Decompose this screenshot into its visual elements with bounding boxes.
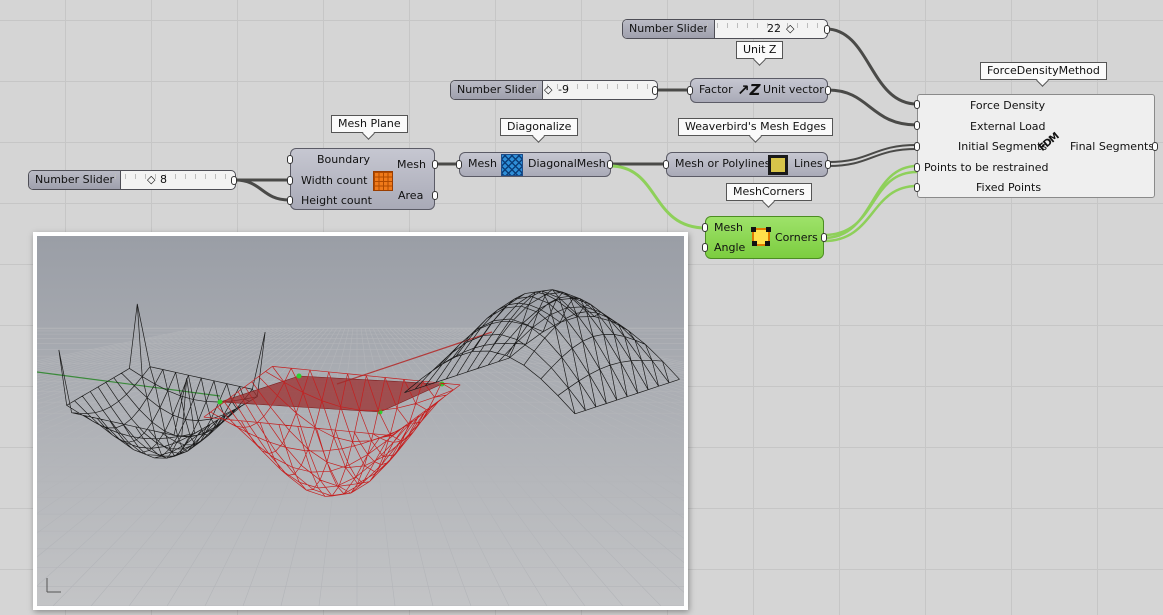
slider-value: 8 — [160, 173, 167, 186]
count-slider[interactable]: Number Slider ◇ 8 — [28, 170, 236, 190]
input-grip[interactable] — [914, 163, 920, 172]
wire — [827, 88, 918, 127]
width-count-input[interactable]: Width count — [301, 174, 368, 187]
input-grip[interactable] — [287, 196, 293, 205]
selected-wire — [823, 170, 918, 237]
angle-input[interactable]: Angle — [714, 241, 746, 254]
input-grip[interactable] — [914, 142, 920, 151]
factor-input[interactable]: Factor — [699, 83, 733, 96]
mesh-edges-component[interactable]: Mesh or Polylines Lines — [666, 152, 828, 177]
mesh-plane-component[interactable]: Boundary Width count Height count Mesh A… — [290, 148, 435, 210]
unit-vector-output[interactable]: Unit vector — [763, 83, 824, 96]
slider-name: Number Slider — [451, 81, 544, 99]
corners-output[interactable]: Corners — [775, 231, 818, 244]
viewport-scene — [37, 236, 684, 606]
output-grip[interactable] — [231, 176, 237, 185]
input-grip[interactable] — [456, 160, 462, 169]
slider-name: Number Slider — [623, 20, 716, 38]
output-grip[interactable] — [825, 86, 831, 95]
input-grip[interactable] — [663, 160, 669, 169]
force-density-icon: FDM — [1037, 131, 1062, 154]
selected-wire — [823, 164, 918, 240]
boundary-input[interactable]: Boundary — [317, 153, 370, 166]
output-grip[interactable] — [432, 191, 438, 200]
wire — [234, 178, 290, 202]
diagonal-mesh-output[interactable]: DiagonalMesh — [528, 157, 606, 170]
mesh-corners-label: MeshCorners — [726, 183, 812, 201]
mesh-input[interactable]: Mesh — [468, 157, 497, 170]
output-grip[interactable] — [432, 160, 438, 169]
output-grip[interactable] — [825, 160, 831, 169]
mesh-plane-grid-icon — [373, 171, 393, 191]
unit-z-label: Unit Z — [736, 41, 784, 59]
fdm-label: ForceDensityMethod — [980, 62, 1107, 80]
force-density-input[interactable]: Force Density — [970, 99, 1046, 112]
slider-rail[interactable] — [707, 20, 821, 38]
selected-wire — [823, 184, 918, 243]
rhino-viewport[interactable] — [33, 232, 688, 610]
axis-gizmo-icon — [46, 578, 61, 593]
diagonalize-label: Diagonalize — [500, 118, 579, 136]
unit-z-vector-icon: ↗Z — [737, 81, 761, 99]
lines-output[interactable]: Lines — [794, 157, 823, 170]
slider-handle-icon[interactable]: ◇ — [147, 173, 156, 186]
input-grip[interactable] — [914, 100, 920, 109]
viewport-background — [37, 236, 684, 606]
slider-handle-icon[interactable]: ◇ — [786, 22, 795, 35]
input-grip[interactable] — [914, 183, 920, 192]
mesh-output[interactable]: Mesh — [397, 158, 426, 171]
wire — [827, 144, 918, 163]
external-load-input[interactable]: External Load — [970, 120, 1046, 133]
output-grip[interactable] — [821, 233, 827, 242]
input-grip[interactable] — [287, 176, 293, 185]
wire — [825, 27, 918, 106]
diagonalize-component[interactable]: Mesh DiagonalMesh — [459, 152, 611, 177]
output-grip[interactable] — [607, 160, 613, 169]
output-grip[interactable] — [652, 86, 658, 95]
input-grip[interactable] — [914, 121, 920, 130]
unit-z-component[interactable]: Factor ↗Z Unit vector — [690, 78, 828, 103]
final-segments-output[interactable]: Final Segments — [1070, 140, 1155, 153]
initial-segments-input[interactable]: Initial Segments — [958, 140, 1048, 153]
slider-rail[interactable] — [537, 81, 651, 99]
area-output[interactable]: Area — [398, 189, 424, 202]
slider-rail[interactable] — [115, 171, 229, 189]
restrained-points-input[interactable]: Points to be restrained — [924, 161, 1049, 174]
force-density-component[interactable]: Force Density External Load Initial Segm… — [917, 94, 1155, 198]
fixed-points-input[interactable]: Fixed Points — [976, 181, 1042, 194]
force-density-slider[interactable]: Number Slider 22 ◇ — [622, 19, 828, 39]
slider-name: Number Slider — [29, 171, 122, 189]
mesh-input[interactable]: Mesh — [714, 221, 743, 234]
diagonal-mesh-icon — [501, 154, 523, 176]
mesh-corners-icon — [751, 227, 771, 246]
mesh-edges-label: Weaverbird's Mesh Edges — [678, 118, 834, 136]
mesh-edges-icon — [768, 155, 788, 175]
wire — [827, 148, 918, 167]
mesh-corners-component[interactable]: Mesh Angle Corners — [705, 216, 824, 259]
slider-value: 22 — [767, 22, 781, 35]
output-grip[interactable] — [824, 25, 830, 34]
mesh-plane-label: Mesh Plane — [331, 115, 408, 133]
input-grip[interactable] — [702, 243, 708, 252]
mesh-or-polylines-input[interactable]: Mesh or Polylines — [675, 157, 771, 170]
slider-value: -9 — [558, 83, 569, 96]
input-grip[interactable] — [287, 155, 293, 164]
mesh-geometry — [58, 289, 680, 497]
input-grip[interactable] — [702, 223, 708, 232]
y-axis-line — [37, 371, 221, 397]
height-count-input[interactable]: Height count — [301, 194, 372, 207]
factor-slider[interactable]: Number Slider ◇ -9 — [450, 80, 658, 100]
output-grip[interactable] — [1152, 142, 1158, 151]
input-grip[interactable] — [687, 86, 693, 95]
slider-handle-icon[interactable]: ◇ — [544, 83, 553, 96]
